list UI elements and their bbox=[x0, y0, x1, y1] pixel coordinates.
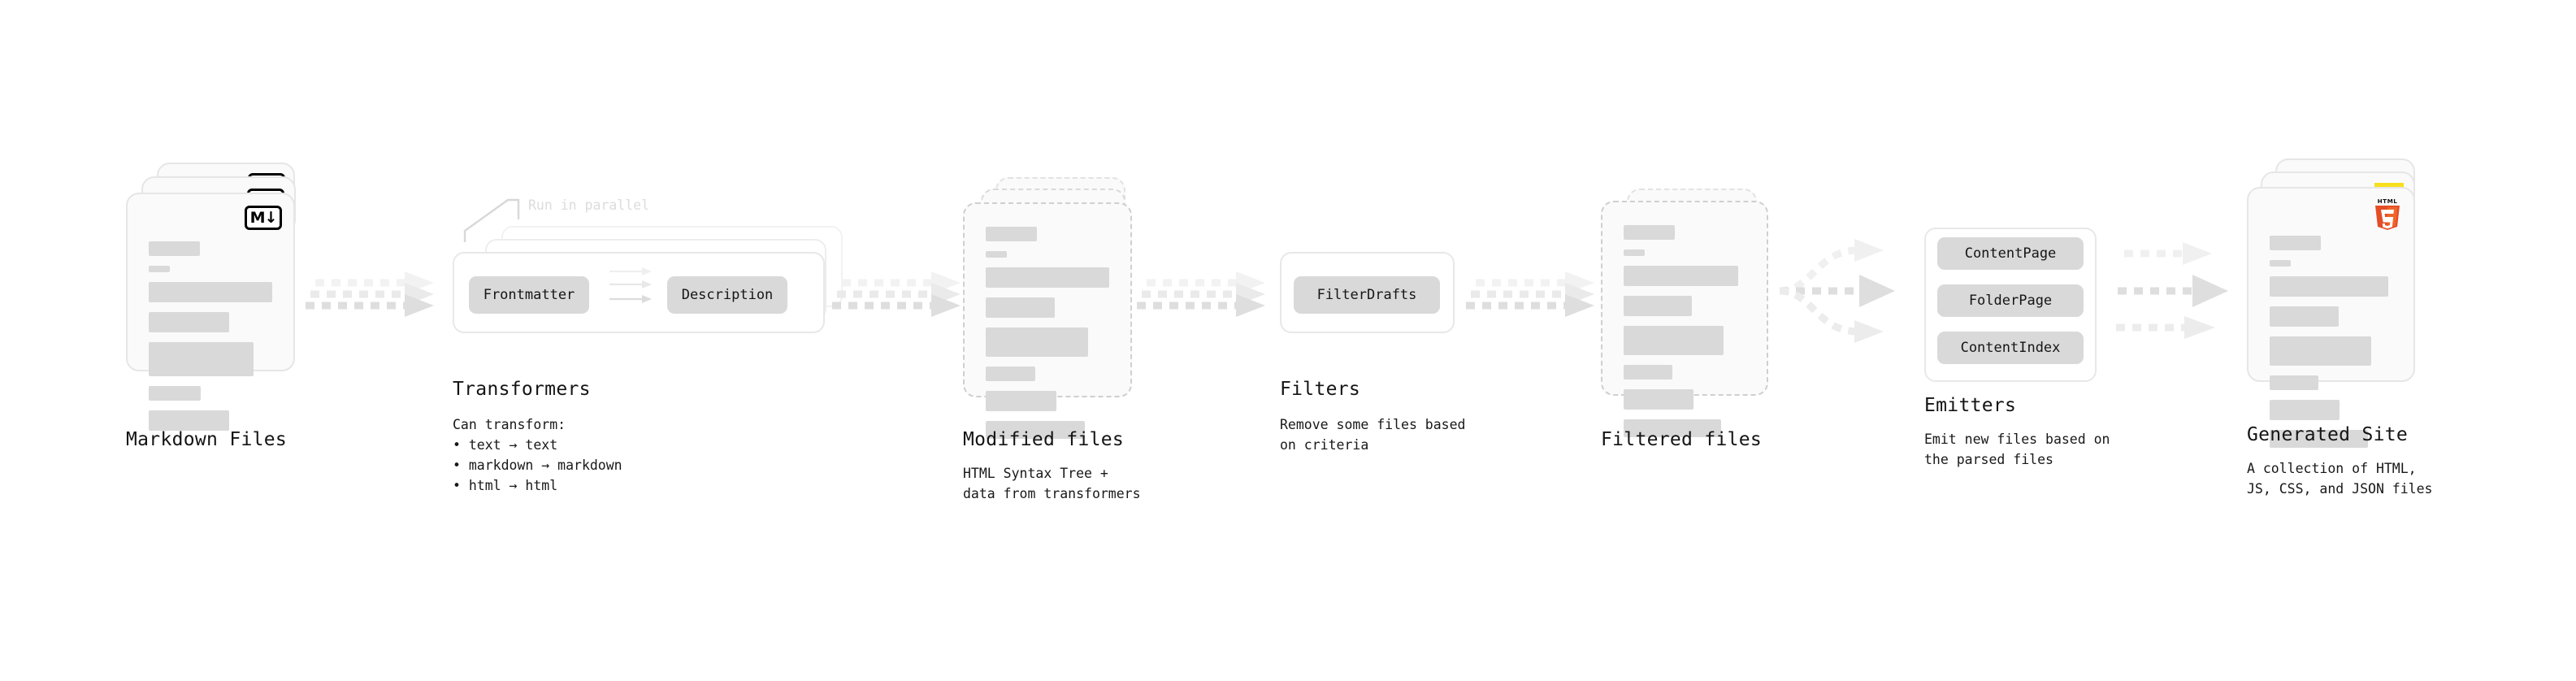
filtered-file-card-front bbox=[1601, 201, 1768, 437]
filter-pill-filterdrafts[interactable]: FilterDrafts bbox=[1294, 276, 1440, 314]
markdown-icon: M↓ bbox=[245, 206, 282, 230]
placeholder-lines bbox=[986, 227, 1109, 449]
svg-text:HTML: HTML bbox=[2378, 197, 2398, 205]
generated-site-card-html: HTML bbox=[2247, 187, 2415, 448]
arrow-filters-to-filtered bbox=[1466, 271, 1601, 338]
arrow-transformers-to-modified bbox=[832, 271, 967, 338]
emitters-title: Emitters bbox=[1924, 395, 2017, 416]
arrow-emitters-to-site bbox=[2113, 236, 2259, 349]
emitter-pill-folderpage[interactable]: FolderPage bbox=[1937, 284, 2084, 317]
filters-subtitle: Remove some files based on criteria bbox=[1280, 417, 1466, 453]
placeholder-lines bbox=[149, 241, 272, 440]
arrow-markdown-to-transformers bbox=[306, 271, 440, 338]
placeholder-lines bbox=[1624, 225, 1746, 447]
transformers-title: Transformers bbox=[453, 379, 591, 400]
emitter-pill-contentpage[interactable]: ContentPage bbox=[1937, 237, 2084, 270]
generated-site-title: Generated Site bbox=[2247, 424, 2409, 445]
filters-title: Filters bbox=[1280, 379, 1361, 400]
transformer-pill-description[interactable]: Description bbox=[667, 276, 787, 314]
run-in-parallel-label: Run in parallel bbox=[528, 197, 650, 213]
transformer-pill-frontmatter[interactable]: Frontmatter bbox=[469, 276, 589, 314]
transformers-subtitle: Can transform: • text → text • markdown … bbox=[453, 417, 622, 494]
run-in-parallel-leader bbox=[463, 195, 577, 244]
modified-file-card-front bbox=[963, 202, 1132, 439]
modified-files-subtitle: HTML Syntax Tree + data from transformer… bbox=[963, 466, 1141, 502]
html5-icon: HTML bbox=[2375, 197, 2400, 230]
arrow-filtered-to-emitters-fanout bbox=[1779, 236, 1926, 349]
arrow-modified-to-filters bbox=[1137, 271, 1272, 338]
transformer-inner-arrows bbox=[609, 265, 707, 314]
emitters-subtitle: Emit new files based on the parsed files bbox=[1924, 432, 2110, 468]
filtered-files-title: Filtered files bbox=[1601, 429, 1763, 450]
markdown-files-title: Markdown Files bbox=[126, 429, 288, 450]
emitter-pill-contentindex[interactable]: ContentIndex bbox=[1937, 332, 2084, 364]
generated-site-subtitle: A collection of HTML, JS, CSS, and JSON … bbox=[2247, 461, 2433, 497]
placeholder-lines bbox=[2270, 236, 2392, 458]
markdown-file-card-front: M↓ bbox=[126, 193, 295, 431]
modified-files-title: Modified files bbox=[963, 429, 1125, 450]
